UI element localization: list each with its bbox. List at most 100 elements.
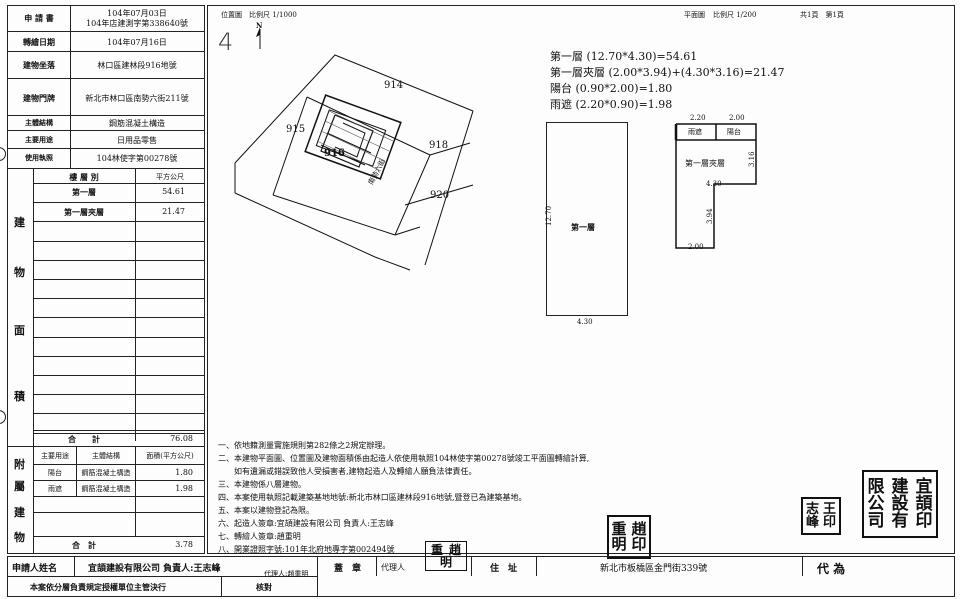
attached-area: 1.98: [175, 484, 193, 493]
area-total-line: [33, 430, 205, 431]
surveyor-seal-stamp: 重趙 明印: [607, 515, 651, 559]
note-line: 七、轉繪人簽章:趙重明: [218, 532, 301, 541]
area-row-line: [33, 298, 205, 299]
calc-line: 陽台 (0.90*2.00)=1.80: [550, 82, 673, 95]
vertical-label-char: 面: [14, 324, 25, 337]
row-label-permit: 使用執照: [25, 153, 53, 162]
attached-structure: 鋼筋混凝土構造: [81, 485, 131, 493]
row-label-use: 主要用途: [25, 135, 53, 144]
area-row-line: [33, 279, 205, 280]
north-arrow-icon: [256, 27, 261, 49]
row-value-structure: 鋼筋混凝土構造: [109, 119, 165, 128]
corner-text: 代 為: [817, 562, 846, 576]
plan2-dim-200: 2.00: [729, 114, 745, 122]
plan2-rain: 雨遮: [688, 128, 702, 136]
area-row-line: [33, 241, 205, 242]
attached-header-structure: 主體結構: [92, 452, 120, 460]
agent-label: 代理人: [381, 563, 405, 572]
row-label-door-address: 建物門牌: [23, 93, 55, 103]
plan1-height: 12.70: [545, 205, 553, 226]
address-label: 住 址: [490, 564, 518, 574]
location-scale: 比例尺 1/1000: [249, 11, 297, 19]
row-value-location: 林口區建林段916地號: [97, 61, 177, 70]
row-value-use: 日用品零售: [117, 136, 157, 145]
area-row-line: [33, 260, 205, 261]
calc-line: 雨遮 (2.20*0.90)=1.98: [550, 98, 673, 111]
applicant-label: 申請人姓名: [12, 564, 58, 574]
vertical-label-char: 物: [14, 531, 25, 544]
row-label-location: 建物坐落: [23, 60, 55, 70]
plan1-label: 第一層: [571, 222, 595, 232]
area-header-unit: 平方公尺: [156, 173, 184, 181]
sheet-mark: 4: [218, 28, 234, 56]
row-label-transfer-date: 轉繪日期: [23, 37, 55, 47]
area-total-value: 76.08: [170, 434, 193, 443]
location-label: 位置圖: [221, 11, 242, 19]
plan2-dim-200b: 2.00: [688, 243, 704, 251]
north-label: N: [256, 21, 263, 30]
attached-header-use: 主要用途: [41, 452, 69, 460]
attached-structure: 鋼筋混凝土構造: [81, 469, 131, 477]
plan2-label: 第一層夾層: [685, 159, 725, 168]
area-row-line: [33, 337, 205, 338]
parcel-920: 920: [430, 190, 450, 201]
binding-hole: [0, 147, 6, 161]
row-label-structure: 主體結構: [25, 118, 53, 127]
representative-seal-stamp: 志王 峰印: [801, 497, 841, 535]
page-count: 共1頁 第1頁: [800, 11, 844, 19]
seal-label: 蓋 章: [334, 564, 362, 574]
note-line: 六、起造人簽章:宜頡建設有限公司 負責人:王志峰: [218, 519, 394, 528]
area-header-floor: 樓 層 別: [69, 172, 99, 182]
plan-label: 平面圖: [684, 11, 705, 19]
note-line: 一、依地籍測量實施規則第282條之2規定辦理。: [218, 441, 391, 450]
vertical-label-char: 物: [14, 266, 25, 279]
vertical-label-char: 建: [14, 506, 25, 519]
row-value-application-no: 104年店建測字第338640號: [86, 19, 188, 28]
calc-line: 第一層 (12.70*4.30)=54.61: [550, 50, 698, 63]
address-value: 新北市板橋區金門街339號: [600, 564, 708, 574]
plan2-dim-316: 3.16: [748, 151, 756, 167]
calc-line: 第一層夾層 (2.00*3.94)+(4.30*3.16)=21.47: [550, 66, 785, 79]
note-line: 八、開業證照字號:101年北府地專字第002494號: [218, 545, 395, 554]
parcel-914: 914: [384, 80, 404, 91]
applicant-name: 宜頡建設有限公司 負責人:王志峰: [88, 564, 221, 574]
plan-mezzanine: [674, 123, 757, 249]
area-row-line: [33, 221, 205, 222]
row-value-door-address: 新北市林口區南勢六街211號: [85, 94, 189, 103]
area-row-line: [33, 394, 205, 395]
row-value-permit: 104林使字第00278號: [96, 154, 178, 163]
note-line: 如有遺漏或錯誤致他人受損害者,建物起造人及轉繪人願負法律責任。: [218, 467, 477, 476]
vertical-label-char: 屬: [14, 480, 25, 493]
row-label-application: 申 請 書: [24, 13, 54, 23]
plan2-dim-220: 2.20: [690, 114, 706, 122]
binding-hole: [0, 410, 6, 424]
floor-area: 54.61: [162, 187, 185, 196]
attached-use: 陽台: [48, 469, 62, 477]
attached-total-label: 合 計: [72, 540, 96, 550]
note-line: 三、本建物係八層建物。: [218, 480, 306, 489]
area-row-line: [33, 356, 205, 357]
vertical-label-char: 建: [14, 216, 25, 229]
attached-use: 雨遮: [48, 485, 62, 493]
plan2-balcony: 陽台: [727, 128, 741, 136]
attached-total-value: 3.78: [175, 540, 193, 549]
company-seal-stamp: 限建宜 公設頡 司有印: [862, 470, 938, 538]
vertical-label-char: 附: [14, 458, 25, 471]
area-row-line: [33, 375, 205, 376]
parcel-918: 918: [429, 140, 449, 151]
check-label: 核對: [256, 582, 272, 592]
drawing-frame: [207, 5, 955, 554]
row-value-transfer-date: 104年07月16日: [107, 38, 167, 47]
note-line: 四、本案使用執照記載建築基地地號:新北市林口區建林段916地號,暨登已為建築基地…: [218, 493, 527, 502]
parcel-915: 915: [286, 124, 306, 135]
footer-note: 本案依分層負責規定授權單位主管決行: [30, 582, 166, 592]
plan1-width: 4.30: [577, 318, 593, 326]
area-row-line: [33, 202, 205, 203]
floor-area: 21.47: [162, 207, 185, 216]
plan2-dim-394: 3.94: [706, 208, 714, 224]
parcel-916: 916: [324, 148, 345, 159]
plan-scale: 比例尺 1/200: [713, 11, 757, 19]
location-map: [234, 54, 474, 271]
plan2-dim-430: 4.30: [706, 180, 722, 188]
